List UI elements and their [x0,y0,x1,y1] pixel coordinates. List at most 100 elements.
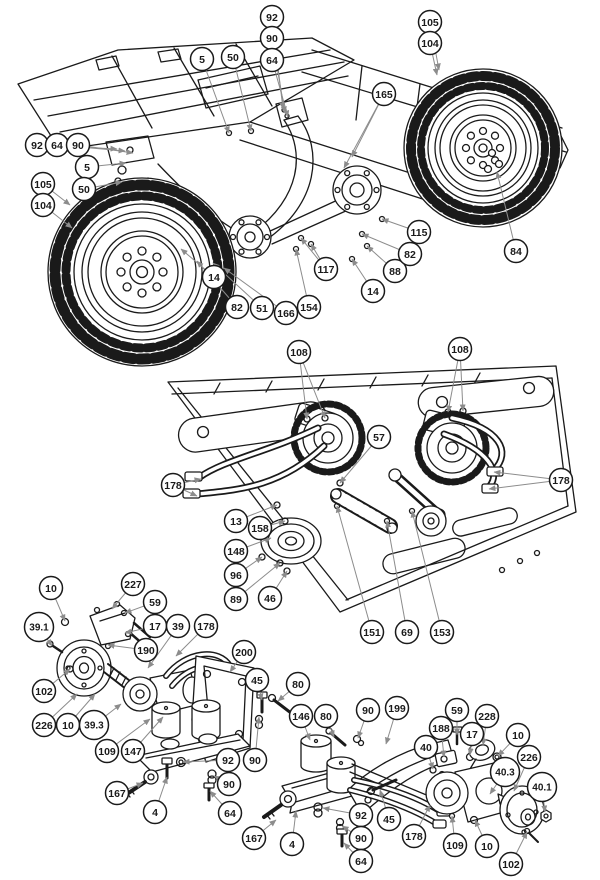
callout-label: 10 [512,730,524,742]
callout-90: 90 [216,771,242,797]
callout-label: 90 [362,705,374,717]
callout-circle [165,613,191,639]
callout-circle [94,738,120,764]
callout-label: 148 [227,546,245,558]
callout-circle [242,747,268,773]
callout-circle [489,756,521,788]
callout-label: 64 [355,856,367,868]
callout-circle [30,192,56,218]
leader-line-50 [232,56,253,132]
callout-59: 59 [142,589,168,615]
callout-label: 14 [208,272,220,284]
callout-label: 59 [451,705,463,717]
callout-circle [442,832,468,858]
callout-105: 105 [417,9,443,35]
callout-circle [348,848,374,874]
callout-17: 17 [142,613,168,639]
callout-circle [526,771,558,803]
callout-circle [474,833,500,859]
callout-circle [505,722,531,748]
callout-label: 90 [266,33,278,45]
brake-hub [332,165,382,215]
rubber-mounts-right [300,734,356,794]
callout-39.3: 39.3 [78,709,110,741]
callout-label: 200 [235,647,253,659]
callout-14: 14 [360,278,386,304]
callout-226: 226 [31,712,57,738]
callout-label: 165 [375,89,393,101]
callout-label: 102 [502,859,520,871]
callout-label: 80 [320,711,332,723]
callout-label: 115 [411,227,428,239]
callout-label: 228 [478,711,496,723]
pulley [260,517,322,565]
callout-label: 167 [245,833,263,845]
leader-line-5 [201,58,230,134]
callout-45: 45 [244,667,270,693]
callout-label: 166 [277,308,295,320]
callout-label: 39 [172,621,184,633]
callout-circle [223,538,249,564]
callout-188: 188 [428,715,454,741]
callout-label: 92 [355,810,367,822]
callout-label: 104 [421,38,439,50]
callout-circle [313,703,339,729]
callout-64: 64 [348,848,374,874]
callout-5: 5 [189,46,215,72]
callout-178: 178 [548,467,574,493]
callout-label: 69 [401,627,413,639]
callout-label: 50 [78,184,90,196]
callout-82: 82 [397,241,423,267]
callout-circle [447,336,473,362]
callout-circle [249,295,275,321]
callout-circle [394,619,420,645]
callout-80: 80 [313,703,339,729]
callout-104: 104 [417,30,443,56]
callout-circle [397,241,423,267]
callout-115: 115 [406,219,432,245]
callout-50: 50 [71,176,97,202]
hydraulic-hoses [182,414,506,499]
callout-147: 147 [120,738,146,764]
callout-label: 64 [51,140,63,152]
callout-label: 167 [108,788,126,800]
callout-circle [31,712,57,738]
callout-label: 40.1 [532,783,552,794]
callout-64: 64 [44,132,70,158]
callout-circle [71,176,97,202]
callout-label: 39.3 [84,721,104,732]
callout-13: 13 [223,508,249,534]
callout-label: 226 [520,752,538,764]
callout-90: 90 [348,825,374,851]
callout-label: 13 [230,516,242,528]
callout-166: 166 [273,300,299,326]
right-hub-assembly [414,409,490,486]
top-chassis-illustration [17,37,569,367]
callout-circle [189,46,215,72]
callout-96: 96 [223,562,249,588]
callout-label: 109 [446,840,464,852]
callout-40.3: 40.3 [489,756,521,788]
callout-40: 40 [413,734,439,760]
callout-10: 10 [55,712,81,738]
callout-circle [259,47,285,73]
callout-154: 154 [296,294,322,320]
wheel-motor [228,215,272,259]
callout-label: 178 [405,831,423,843]
callout-circle [285,671,311,697]
callout-label: 96 [230,570,242,582]
callout-label: 90 [355,833,367,845]
callout-label: 45 [383,814,395,826]
callout-label: 158 [251,523,269,535]
callout-39: 39 [165,613,191,639]
callout-57: 57 [366,424,392,450]
callout-circle [160,472,186,498]
callout-circle [401,823,427,849]
callout-45: 45 [376,806,402,832]
callout-167: 167 [241,825,267,851]
callout-59: 59 [444,697,470,723]
callout-label: 64 [266,55,278,67]
